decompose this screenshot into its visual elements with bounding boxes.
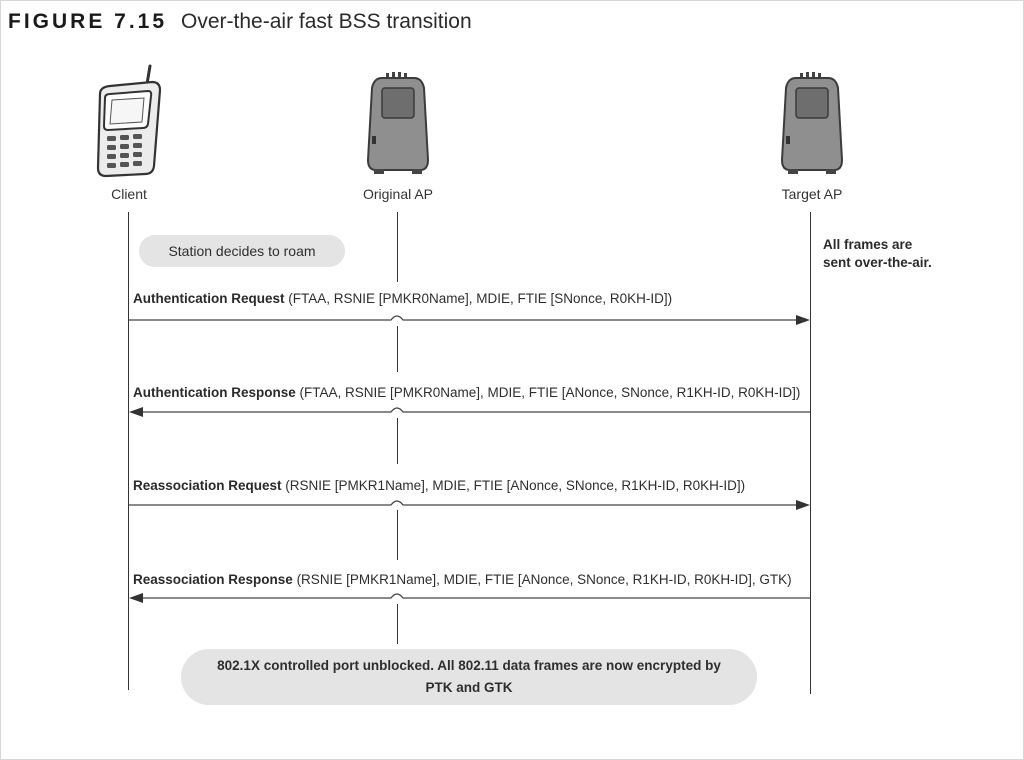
message-label: Reassociation Response (RSNIE [PMKR1Name… [133, 572, 792, 587]
target-ap-label: Target AP [781, 186, 843, 202]
arrowhead-left [129, 593, 143, 603]
message-params: (FTAA, RSNIE [PMKR0Name], MDIE, FTIE [AN… [295, 385, 801, 400]
figure-title: Over-the-air fast BSS transition [181, 10, 472, 33]
message-label: Authentication Request (FTAA, RSNIE [PMK… [133, 291, 672, 306]
figure-heading: FIGURE 7.15 Over-the-air fast BSS transit… [8, 10, 472, 34]
message-name: Authentication Request [133, 291, 285, 306]
final-note-text: 802.1X controlled port unblocked. All 80… [217, 658, 721, 695]
authentication-response-arrow [138, 407, 810, 413]
message-name: Authentication Response [133, 385, 296, 400]
access-point-icon [366, 72, 430, 174]
figure-label: FIGURE 7.15 [8, 10, 168, 33]
arrowhead-right [796, 315, 810, 325]
original-ap-lifeline-segment [397, 212, 398, 282]
message-name: Reassociation Response [133, 572, 293, 587]
arrowhead-right [796, 500, 810, 510]
access-point-icon [780, 72, 844, 174]
original-ap-lifeline-segment [397, 510, 398, 560]
target-ap-lifeline [810, 212, 811, 694]
reassociation-response-arrow [138, 593, 810, 599]
message-name: Reassociation Request [133, 478, 282, 493]
client-lifeline [128, 212, 129, 690]
message-params: (RSNIE [PMKR1Name], MDIE, FTIE [ANonce, … [281, 478, 746, 493]
message-label: Authentication Response (FTAA, RSNIE [PM… [133, 385, 800, 400]
authentication-request-arrow [129, 315, 802, 321]
original-ap-lifeline-segment [397, 326, 398, 372]
message-label: Reassociation Request (RSNIE [PMKR1Name]… [133, 478, 745, 493]
arrowhead-left [129, 407, 143, 417]
over-the-air-note: All frames are sent over-the-air. [823, 237, 932, 270]
mobile-phone-icon [96, 64, 162, 178]
message-params: (RSNIE [PMKR1Name], MDIE, FTIE [ANonce, … [292, 572, 792, 587]
client-label: Client [111, 186, 147, 202]
final-note: 802.1X controlled port unblocked. All 80… [181, 649, 757, 705]
roam-note: Station decides to roam [139, 235, 345, 267]
message-params: (FTAA, RSNIE [PMKR0Name], MDIE, FTIE [SN… [284, 291, 673, 306]
reassociation-request-arrow [129, 500, 802, 506]
original-ap-lifeline-segment [397, 418, 398, 464]
original-ap-lifeline-segment [397, 604, 398, 644]
original-ap-label: Original AP [362, 186, 434, 202]
